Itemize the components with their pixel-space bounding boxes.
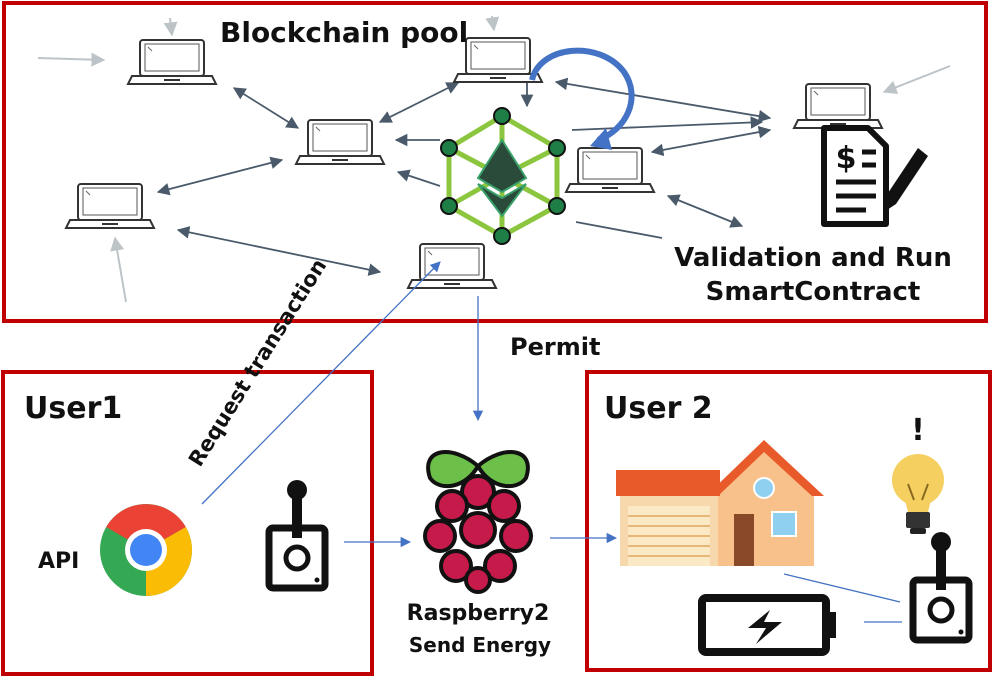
house-icon <box>616 440 824 566</box>
laptop-icon <box>565 147 655 193</box>
laptop-icon <box>65 183 155 229</box>
request-transaction-label: Request transaction <box>184 255 331 471</box>
alert-mark: ! <box>911 413 925 448</box>
svg-text:$: $ <box>836 141 857 176</box>
laptop-icon <box>793 83 883 129</box>
network-arrows <box>156 77 772 276</box>
smart-contract-document-icon: $ <box>821 125 928 227</box>
lightbulb-icon <box>892 454 944 534</box>
incoming-gray-arrows <box>37 15 951 303</box>
validation-label-line2: SmartContract <box>706 277 921 307</box>
user2-title: User 2 <box>604 391 713 426</box>
send-energy-label: Send Energy <box>409 633 551 657</box>
joystick-icon <box>269 480 325 588</box>
raspberry-label: Raspberry2 <box>407 601 550 626</box>
joystick-icon <box>913 532 969 640</box>
laptop-icon <box>295 119 385 165</box>
blockchain-pool-title: Blockchain pool <box>220 16 468 49</box>
refresh-arrow-icon <box>529 47 635 143</box>
user2-frame <box>585 370 992 672</box>
battery-icon <box>698 594 836 656</box>
flow-arrows <box>201 261 902 623</box>
user1-title: User1 <box>24 391 122 426</box>
raspberry-pi-icon <box>423 450 533 594</box>
ethereum-network-icon <box>440 107 566 245</box>
permit-label: Permit <box>510 333 600 361</box>
blockchain-pool-frame <box>2 1 988 323</box>
api-label: API <box>38 549 79 574</box>
user1-frame <box>1 370 374 676</box>
chrome-icon <box>100 504 192 596</box>
laptop-icon <box>127 39 217 85</box>
validation-label-line1: Validation and Run <box>674 243 952 273</box>
